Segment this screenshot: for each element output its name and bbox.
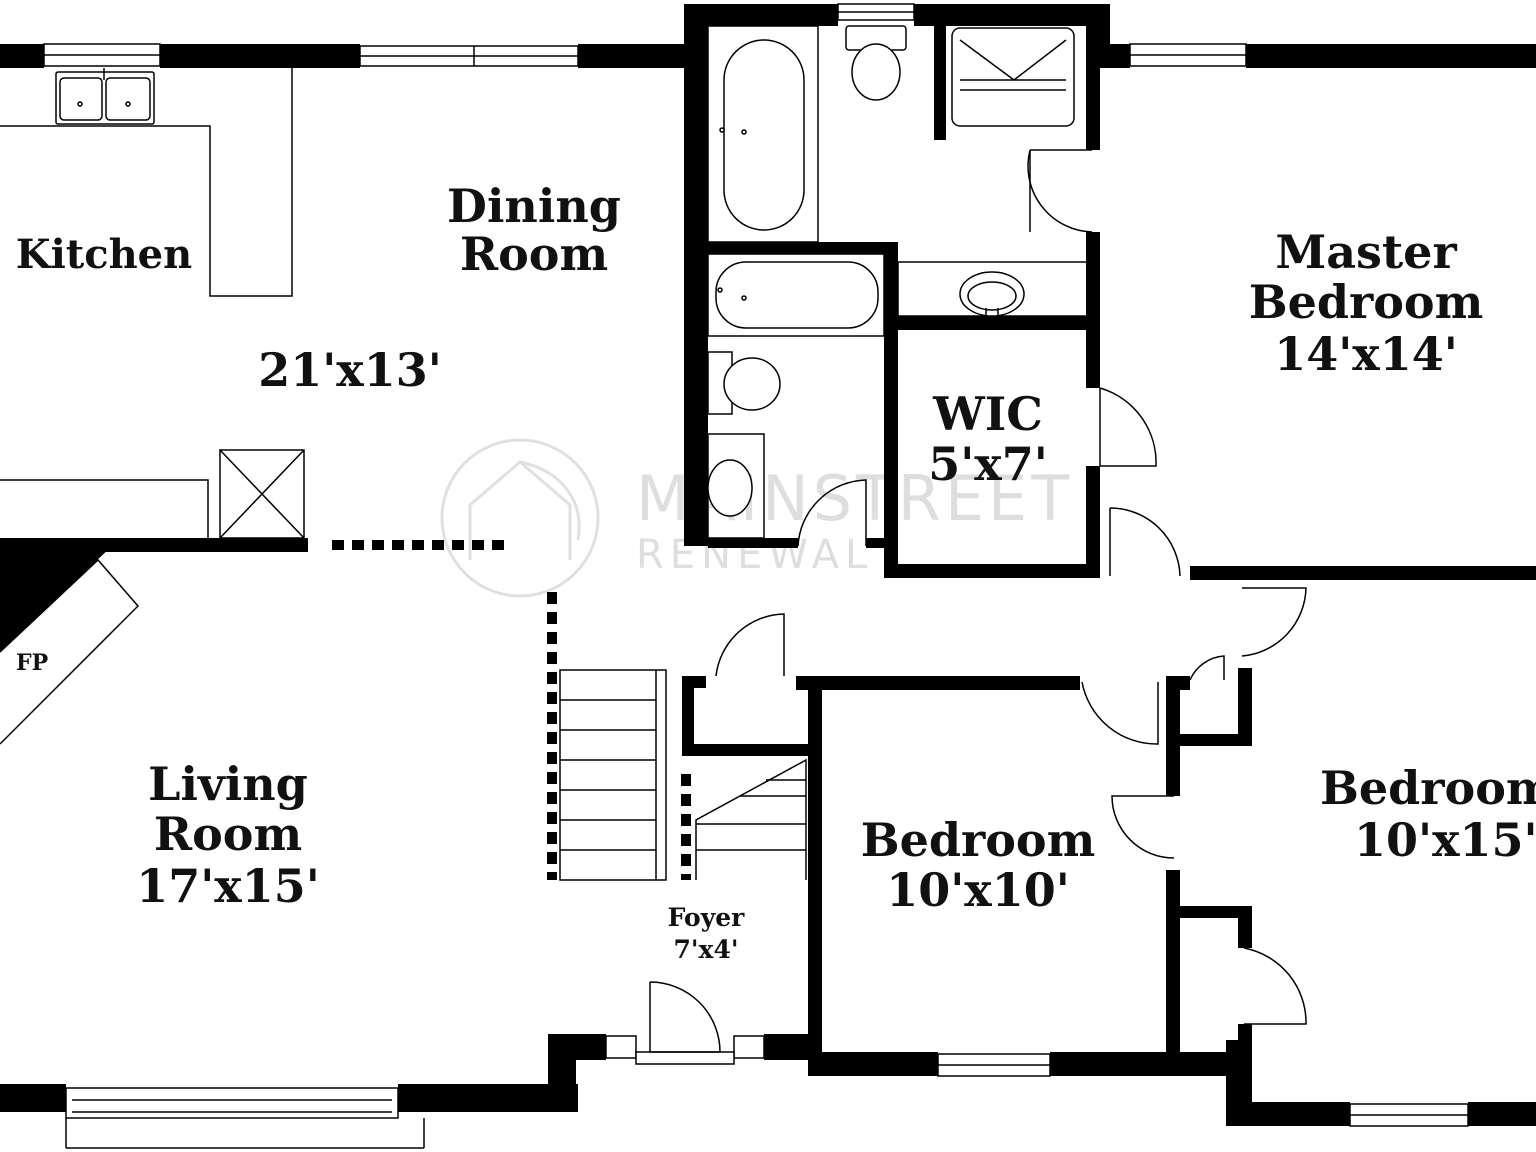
kitchen-fixtures: [0, 68, 305, 539]
toilet-icon: [707, 351, 781, 415]
dining-room-label-line1: Dining: [447, 179, 621, 233]
shower-icon: [951, 27, 1075, 127]
foyer-size: 7'x4': [673, 935, 738, 964]
house-arrow-logo-icon: [440, 438, 600, 598]
sink-icon: [707, 433, 765, 539]
window: [837, 3, 915, 21]
door: [1109, 507, 1181, 577]
doors: [605, 149, 1307, 1065]
fireplace-hearth: [0, 558, 140, 745]
master-bedroom-label-line1: Master: [1275, 225, 1457, 279]
master-bedroom-label-line2: Bedroom: [1249, 275, 1484, 329]
bedroom-right-label: Bedroom: [1320, 761, 1536, 815]
door: [797, 479, 867, 547]
front-door: [605, 981, 765, 1065]
door: [1081, 681, 1159, 745]
walls: [0, 4, 1536, 1126]
living-room-label-line1: Living: [148, 757, 308, 811]
bathroom-fixtures: [707, 25, 1089, 539]
living-room-size: 17'x15': [136, 859, 320, 913]
peninsula-counter: [0, 479, 209, 538]
bathtub-icon: [715, 261, 879, 329]
sink-icon: [55, 68, 155, 125]
window: [43, 43, 161, 67]
sink-icon: [959, 271, 1025, 317]
kitchen-label: Kitchen: [16, 231, 192, 278]
bathtub-icon: [723, 39, 805, 231]
wic-size: 5'x7': [928, 437, 1048, 491]
pantry-box: [219, 449, 305, 539]
door: [1243, 947, 1307, 1025]
door: [1099, 387, 1157, 467]
kitchen-counter: [0, 68, 293, 297]
door: [1027, 149, 1093, 233]
living-room-label-line2: Room: [154, 807, 302, 861]
toilet-icon: [845, 25, 907, 101]
door: [715, 613, 785, 677]
fireplace-label: FP: [16, 650, 48, 676]
door: [1111, 795, 1175, 859]
bedroom-center-label: Bedroom: [861, 813, 1096, 867]
windows: [43, 3, 1469, 1149]
bedroom-center-size: 10'x10': [886, 863, 1070, 917]
window: [1349, 1103, 1469, 1127]
room-labels: Kitchen Dining Room 21'x13' Master Bedro…: [16, 179, 1536, 964]
window: [937, 1053, 1051, 1077]
master-bedroom-size: 14'x14': [1274, 327, 1458, 381]
staircase: [559, 669, 807, 881]
foyer-label: Foyer: [668, 903, 745, 932]
dining-room-size: 21'x13': [258, 343, 442, 397]
bedroom-right-size: 10'x15': [1354, 813, 1536, 867]
door: [1189, 587, 1307, 681]
wic-label: WIC: [932, 387, 1043, 441]
railings: [332, 540, 691, 880]
window: [1129, 43, 1247, 67]
dining-room-label-line2: Room: [460, 227, 608, 281]
window: [65, 1087, 425, 1149]
window: [359, 45, 579, 67]
